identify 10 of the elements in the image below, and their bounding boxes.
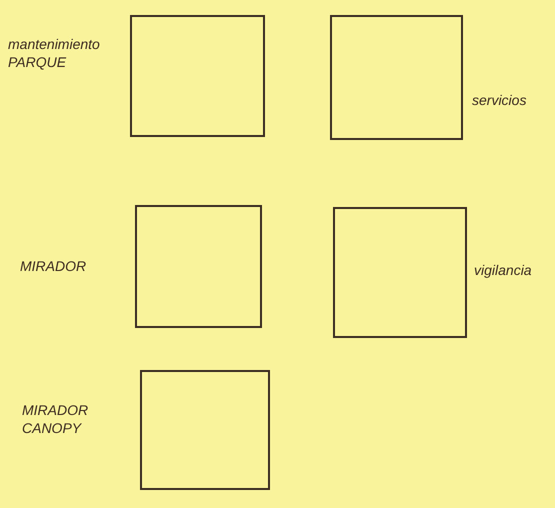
empty-box	[130, 15, 265, 137]
handwritten-label: MIRADOR	[20, 258, 88, 276]
empty-box	[140, 370, 270, 490]
empty-box	[135, 205, 262, 328]
handwritten-label: mantenimiento PARQUE	[8, 36, 101, 71]
handwritten-label: MIRADOR CANOPY	[22, 402, 90, 437]
handwritten-label: vigilancia	[474, 262, 533, 280]
empty-box	[333, 207, 467, 338]
handwritten-label: servicios	[472, 92, 528, 110]
empty-box	[330, 15, 463, 140]
